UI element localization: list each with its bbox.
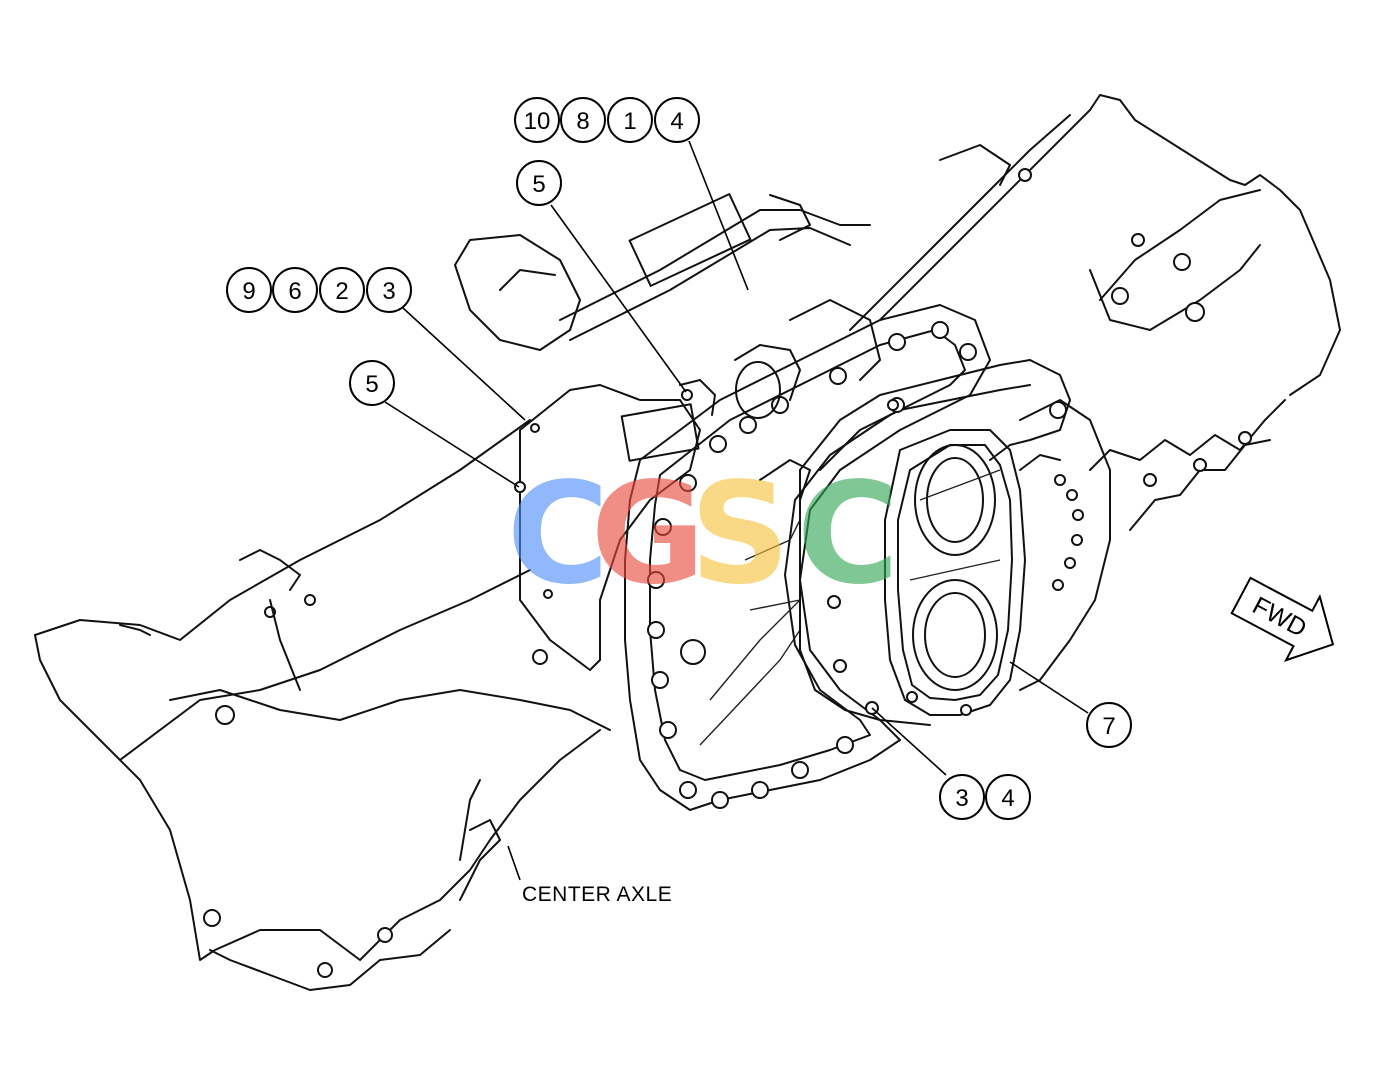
- center-axle-label: CENTER AXLE: [522, 883, 672, 906]
- housing-bolt-holes: [647, 321, 977, 809]
- callout-5: 5: [365, 371, 378, 398]
- callout-3: 3: [955, 785, 968, 812]
- callout-1: 1: [623, 108, 636, 135]
- callout-4: 4: [1001, 785, 1014, 812]
- callout-4: 4: [670, 108, 683, 135]
- callout-group-3-4: 3 4: [939, 774, 1031, 820]
- leader-g3: [402, 307, 526, 421]
- callout-2: 2: [335, 278, 348, 305]
- callout-6: 6: [288, 278, 301, 305]
- callout-group-5-lower: 5: [349, 360, 395, 406]
- callout-group-7: 7: [1086, 702, 1132, 748]
- callout-group-9-6-2-3: 9 6 2 3: [226, 267, 412, 313]
- callout-group-5-upper: 5: [516, 160, 562, 206]
- leader-g1: [688, 140, 749, 291]
- leader-lines: [384, 140, 1089, 881]
- leader-g6: [871, 707, 947, 776]
- callout-8: 8: [576, 108, 589, 135]
- callout-group-10-8-1-4: 10 8 1 4: [514, 97, 700, 143]
- callout-7: 7: [1102, 713, 1115, 740]
- callout-9: 9: [242, 278, 255, 305]
- callout-10: 10: [524, 108, 551, 135]
- watermark-letter: S: [690, 453, 791, 616]
- fwd-arrow-icon: FWD: [1230, 576, 1335, 662]
- flange-holes: [1052, 474, 1084, 591]
- callout-3: 3: [382, 278, 395, 305]
- watermark-letter: G: [591, 453, 706, 616]
- watermark-letter: C: [507, 453, 610, 616]
- leader-center-axle: [507, 845, 521, 881]
- leader-g2: [550, 204, 687, 393]
- leader-g4: [384, 401, 520, 488]
- watermark-letter: C: [797, 453, 900, 616]
- leader-g5: [1009, 661, 1089, 714]
- axle-assembly-drawing: [34, 94, 1341, 991]
- callout-5: 5: [532, 171, 545, 198]
